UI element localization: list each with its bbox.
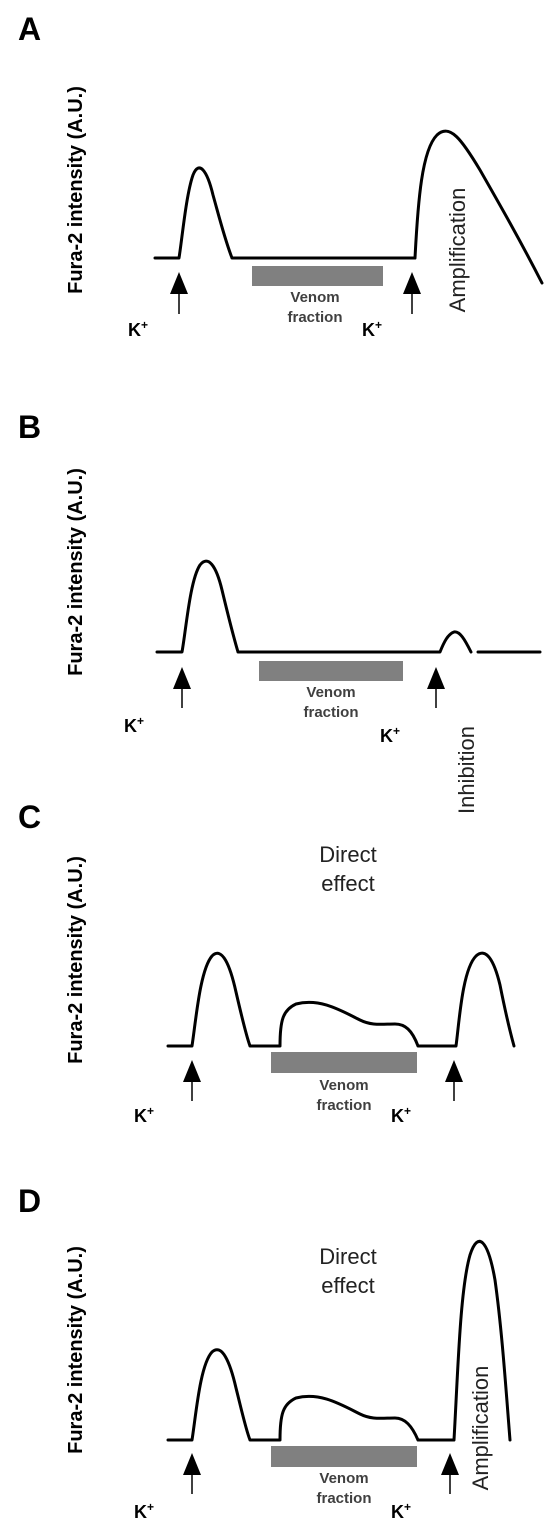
panel-c-y-axis-label: Fura-2 intensity (A.U.) <box>65 856 87 1064</box>
panel-a-fura2-trace <box>153 129 544 285</box>
panel-c-k-label-1: K+ <box>134 1104 154 1126</box>
panel-d-y-axis-label: Fura-2 intensity (A.U.) <box>65 1246 87 1454</box>
panel-c: C Fura-2 intensity (A.U.) Direct effect … <box>0 770 550 1150</box>
panel-c-k-arrow-1 <box>183 1060 201 1101</box>
panel-d-fura2-trace <box>166 1239 512 1442</box>
panel-d-venom-label-line2: fraction <box>316 1490 371 1507</box>
panel-c-k-label-2: K+ <box>391 1104 411 1126</box>
panel-a-y-axis-label: Fura-2 intensity (A.U.) <box>65 86 87 294</box>
panel-b: B Fura-2 intensity (A.U.) Venom fraction… <box>0 380 550 814</box>
panel-b-fura2-trace <box>155 559 542 654</box>
panel-b-letter: B <box>18 409 41 445</box>
panel-d-k-arrow-1 <box>183 1453 201 1494</box>
panel-a-k-label-1: K+ <box>128 318 148 340</box>
panel-d-k-label-2: K+ <box>391 1500 411 1522</box>
panel-d-amplification-label: Amplification <box>468 1366 493 1491</box>
panel-a: A Fura-2 intensity (A.U.) Venom fraction… <box>0 0 550 380</box>
panel-b-k-label-2: K+ <box>380 724 400 746</box>
panel-a-venom-label-line1: Venom <box>290 289 339 306</box>
panel-a-venom-bar <box>252 266 383 286</box>
panel-a-venom-label-line2: fraction <box>287 309 342 326</box>
panel-d-direct-label-line1: Direct <box>319 1244 376 1269</box>
panel-b-k-arrow-1 <box>173 667 191 708</box>
panel-a-k-arrow-1 <box>170 272 188 314</box>
panel-c-fura2-trace <box>166 951 516 1048</box>
panel-b-inhibition-label: Inhibition <box>454 726 479 814</box>
panel-c-figure: C Fura-2 intensity (A.U.) Direct effect … <box>18 799 516 1126</box>
panel-d-k-label-1: K+ <box>134 1500 154 1522</box>
panel-c-venom-label-line2: fraction <box>316 1097 371 1114</box>
panel-d-venom-label-line1: Venom <box>319 1470 368 1487</box>
panel-c-direct-label-line2: effect <box>321 871 374 896</box>
panel-b-venom-bar <box>259 661 403 681</box>
panel-a-k-label-2: K+ <box>362 318 382 340</box>
panel-b-figure: B Fura-2 intensity (A.U.) Venom fraction… <box>18 409 542 814</box>
panel-b-y-axis-label: Fura-2 intensity (A.U.) <box>65 468 87 676</box>
panel-c-venom-bar <box>271 1052 417 1073</box>
panel-d-k-arrow-2 <box>441 1453 459 1494</box>
panel-d-letter: D <box>18 1183 41 1219</box>
panel-b-k-arrow-2 <box>427 667 445 708</box>
panel-c-venom-label-line1: Venom <box>319 1077 368 1094</box>
panel-d: D Fura-2 intensity (A.U.) Direct effect … <box>0 1150 550 1528</box>
panel-a-amplification-label: Amplification <box>445 188 470 313</box>
panel-a-letter: A <box>18 11 41 47</box>
panel-d-figure: D Fura-2 intensity (A.U.) Direct effect … <box>18 1183 512 1522</box>
panel-d-venom-bar <box>271 1446 417 1467</box>
panel-b-venom-label-line2: fraction <box>303 704 358 721</box>
panel-d-direct-label-line2: effect <box>321 1273 374 1298</box>
panel-a-figure: A Fura-2 intensity (A.U.) Venom fraction… <box>18 11 544 340</box>
panel-c-letter: C <box>18 799 41 835</box>
panel-c-k-arrow-2 <box>445 1060 463 1101</box>
panel-b-k-label-1: K+ <box>124 714 144 736</box>
panel-b-venom-label-line1: Venom <box>306 684 355 701</box>
panel-a-k-arrow-2 <box>403 272 421 314</box>
panel-c-direct-label-line1: Direct <box>319 842 376 867</box>
